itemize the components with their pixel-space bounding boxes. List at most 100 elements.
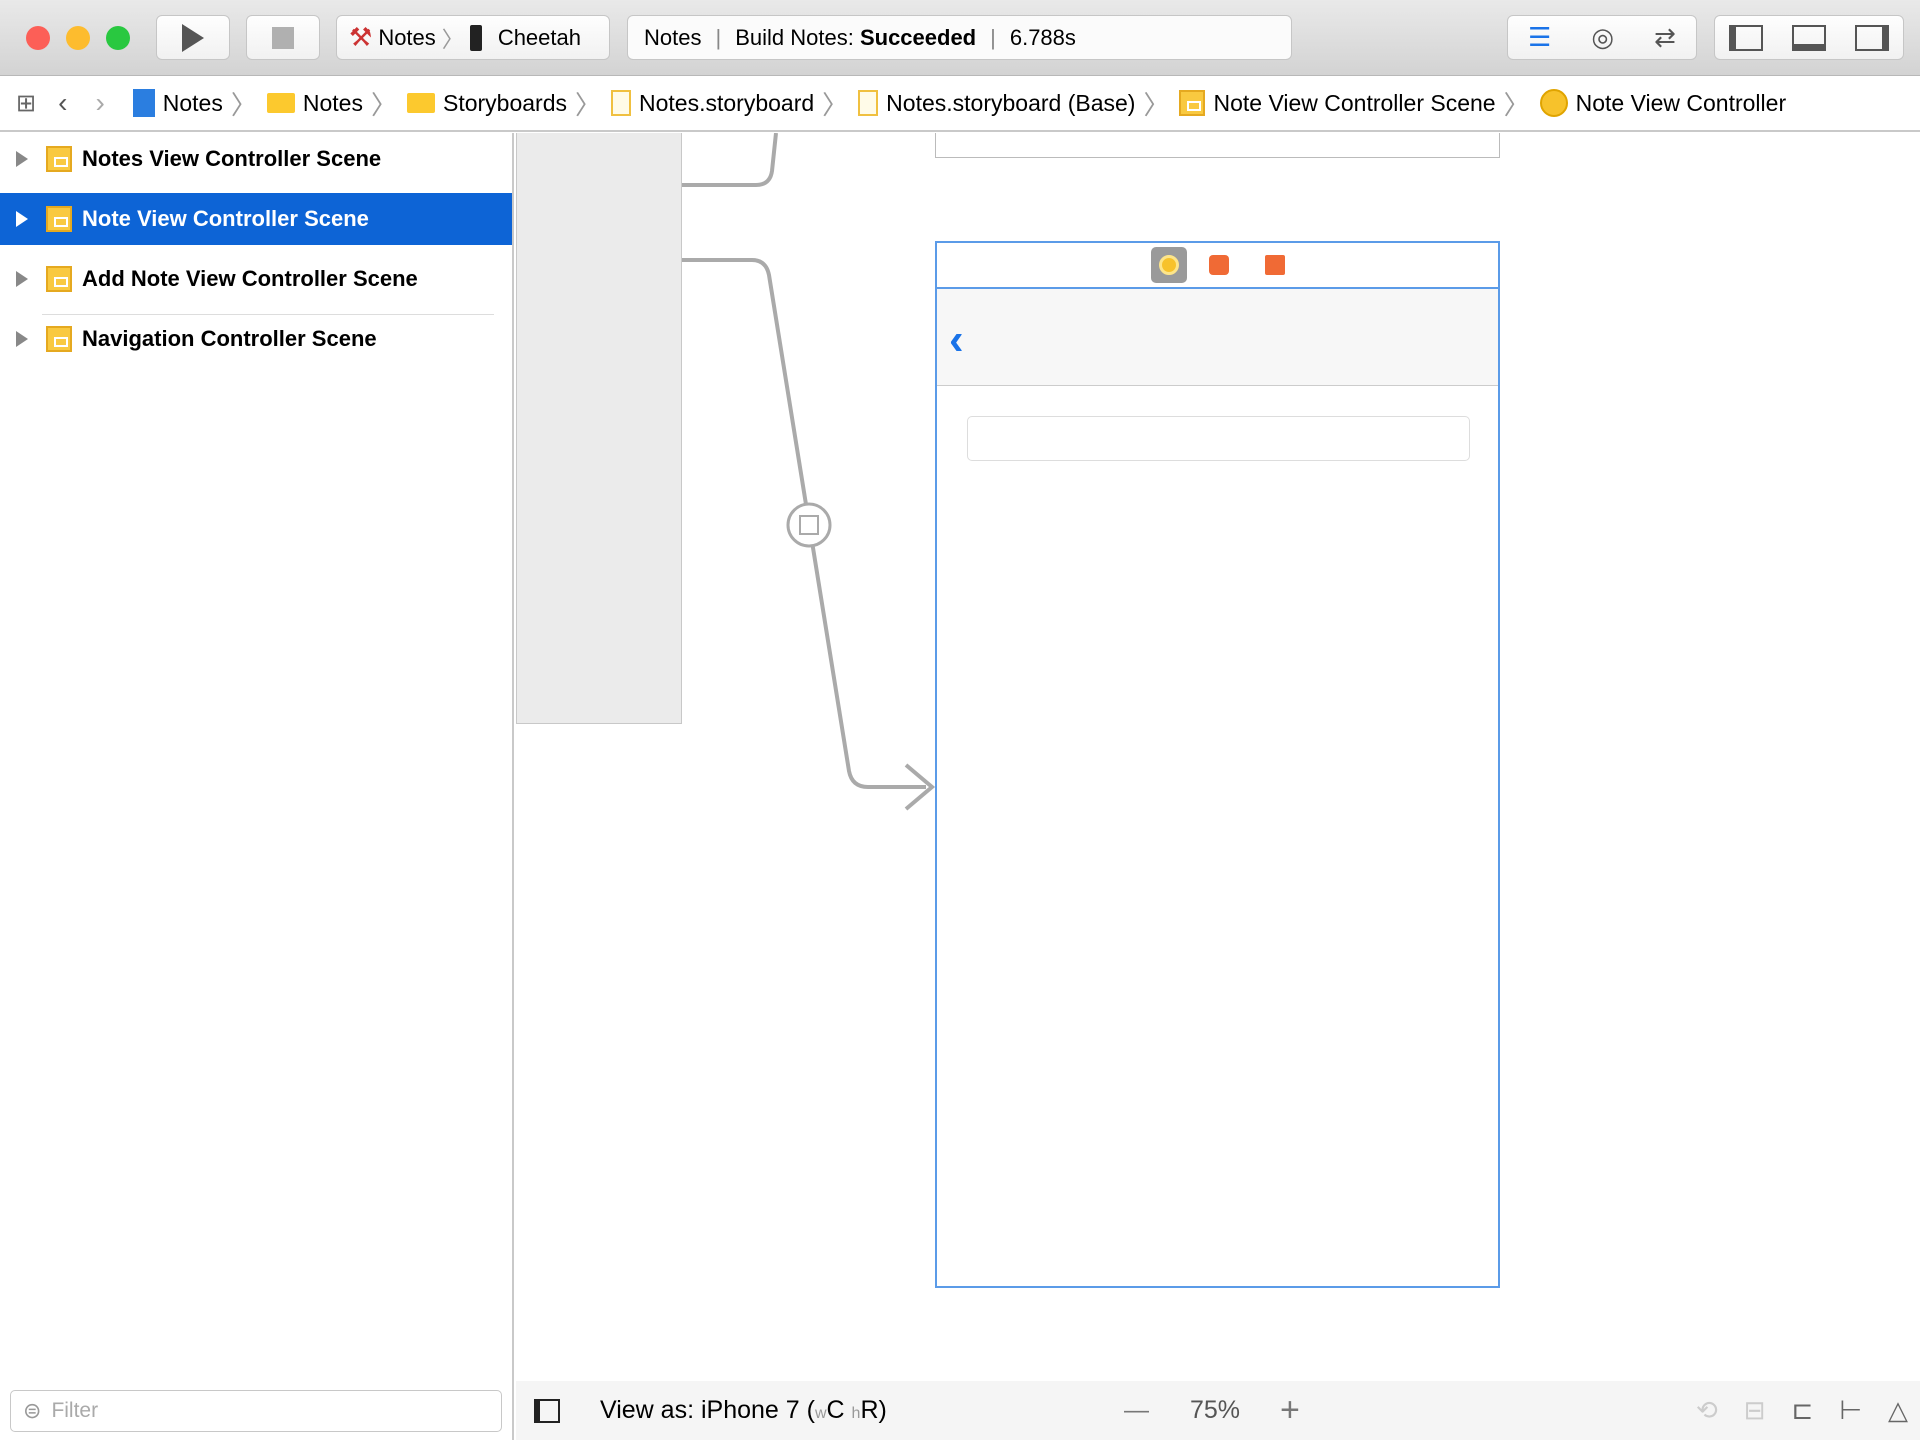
outline-item-selected[interactable]: Note View Controller Scene <box>0 193 512 245</box>
activity-project: Notes <box>644 24 702 50</box>
breadcrumb-view-controller[interactable]: Note View Controller <box>1539 89 1787 117</box>
zoom-level: 75% <box>1190 1396 1241 1424</box>
breadcrumb-label: Notes.storyboard <box>639 89 815 116</box>
build-label: Build Notes: <box>735 24 854 50</box>
utilities-toggle-icon[interactable] <box>1854 24 1889 51</box>
breadcrumb-storyboards[interactable]: Storyboards <box>406 90 567 117</box>
breadcrumb-storyboard-base[interactable]: Notes.storyboard (Base) <box>858 90 1135 117</box>
standard-editor-icon[interactable]: ☰ <box>1528 22 1552 52</box>
disclosure-triangle-icon[interactable] <box>16 151 28 167</box>
editor-mode-group: ☰ ◎ ⇄ <box>1507 15 1697 60</box>
breadcrumb-label: Note View Controller <box>1575 89 1787 116</box>
outline-item[interactable]: Navigation Controller Scene <box>0 313 512 365</box>
folder-icon <box>266 93 295 113</box>
align-icon[interactable]: ⊏ <box>1791 1395 1814 1425</box>
navigation-scene-icon <box>46 326 72 352</box>
breadcrumb-label: Note View Controller Scene <box>1213 89 1496 116</box>
debug-area-toggle-icon[interactable] <box>1791 24 1826 51</box>
segue-lines <box>682 133 936 811</box>
notes-scene-view[interactable] <box>516 133 682 724</box>
play-icon <box>182 23 204 52</box>
breadcrumb-group[interactable]: Notes <box>266 90 363 117</box>
document-outline: Notes View Controller Scene Note View Co… <box>0 133 514 1440</box>
disclosure-triangle-icon[interactable] <box>16 271 28 287</box>
toolbar: ⚒ Notes 〉 Cheetah Notes | Build Notes: S… <box>0 0 1920 76</box>
embed-in-stack-icon[interactable]: ⊟ <box>1743 1395 1766 1425</box>
activity-viewer: Notes | Build Notes: Succeeded | 6.788s <box>627 15 1292 60</box>
divider <box>42 314 494 315</box>
width-class: C <box>826 1396 845 1424</box>
scene-icon <box>1179 90 1206 116</box>
scene-icon <box>46 266 72 292</box>
breadcrumb-storyboard-file[interactable]: Notes.storyboard <box>611 90 814 117</box>
project-icon <box>132 89 155 117</box>
exit-icon[interactable] <box>1264 255 1285 275</box>
outline-item-label: Notes View Controller Scene <box>82 146 382 171</box>
storyboard-canvas[interactable]: ‹ <box>516 133 1920 1381</box>
jump-bar: ⊞ ‹ › Notes〉 Notes〉 Storyboards〉 Notes.s… <box>0 76 1920 132</box>
stop-icon <box>272 26 294 49</box>
segue-push-icon[interactable] <box>786 502 832 548</box>
first-responder-icon[interactable] <box>1208 255 1229 275</box>
run-button[interactable] <box>156 15 230 60</box>
stop-button[interactable] <box>246 15 320 60</box>
back-chevron-icon[interactable]: ‹ <box>949 315 964 364</box>
outline-item-label: Note View Controller Scene <box>82 206 369 231</box>
filter-icon: ⊜ <box>23 1398 42 1423</box>
breadcrumb-label: Notes.storyboard (Base) <box>886 89 1136 116</box>
width-class-prefix: w <box>814 1405 827 1422</box>
device-name: Cheetah <box>497 24 581 50</box>
storyboard-file-icon <box>858 90 879 116</box>
canvas-bottom-bar: View as: iPhone 7 (wC hR) — 75% + ⟲ ⊟ ⊏ … <box>516 1381 1920 1440</box>
filter-placeholder: Filter <box>51 1399 99 1422</box>
segue-line[interactable] <box>682 133 778 187</box>
height-class: R) <box>860 1396 887 1424</box>
zoom-out-button[interactable]: — <box>1124 1396 1149 1424</box>
outline-item-label: Navigation Controller Scene <box>82 326 377 351</box>
height-class-prefix: h <box>851 1405 861 1422</box>
scene-dock <box>937 243 1498 289</box>
zoom-window-button[interactable] <box>106 26 130 50</box>
note-view-controller-scene[interactable]: ‹ <box>935 241 1500 1288</box>
view-as-label: View as: iPhone 7 ( <box>600 1396 815 1424</box>
outline-item[interactable]: Notes View Controller Scene <box>0 133 512 185</box>
text-field[interactable] <box>967 416 1470 461</box>
disclosure-triangle-icon[interactable] <box>16 331 28 347</box>
breadcrumb-scene[interactable]: Note View Controller Scene <box>1179 89 1496 117</box>
above-scene-view[interactable] <box>935 133 1500 158</box>
view-controller-icon[interactable] <box>1150 247 1187 283</box>
segue-arrow-icon <box>904 763 936 811</box>
disclosure-triangle-icon[interactable] <box>16 211 28 227</box>
breadcrumb-label: Notes <box>162 89 223 116</box>
update-frames-icon[interactable]: ⟲ <box>1695 1395 1718 1425</box>
view-controller-icon <box>1539 89 1568 117</box>
close-window-button[interactable] <box>26 26 50 50</box>
outline-item-label: Add Note View Controller Scene <box>82 266 418 291</box>
resolve-issues-icon[interactable]: △ <box>1888 1395 1908 1425</box>
related-items-icon[interactable]: ⊞ <box>16 89 37 117</box>
build-status: Succeeded <box>859 24 977 50</box>
xcode-app-icon: ⚒ <box>349 22 373 52</box>
outline-toggle-icon[interactable] <box>534 1398 560 1423</box>
build-duration: 6.788s <box>1009 24 1076 50</box>
scene-icon <box>46 146 72 172</box>
assistant-editor-icon[interactable]: ◎ <box>1591 22 1615 52</box>
back-button[interactable]: ‹ <box>58 87 68 118</box>
navigator-toggle-icon[interactable] <box>1729 24 1764 51</box>
iphone-icon <box>469 24 482 51</box>
outline-item[interactable]: Add Note View Controller Scene <box>0 253 512 305</box>
panel-toggle-group <box>1714 15 1904 60</box>
forward-button[interactable]: › <box>95 87 105 118</box>
storyboard-file-icon <box>611 90 632 116</box>
version-editor-icon[interactable]: ⇄ <box>1654 22 1676 52</box>
view-as-device-button[interactable]: View as: iPhone 7 (wC hR) <box>600 1396 887 1425</box>
folder-icon <box>406 93 435 113</box>
scheme-name: Notes <box>378 24 436 50</box>
filter-field[interactable]: ⊜ Filter <box>10 1390 502 1432</box>
zoom-in-button[interactable]: + <box>1280 1391 1300 1429</box>
breadcrumb-project[interactable]: Notes <box>132 89 223 117</box>
scene-icon <box>46 206 72 232</box>
minimize-window-button[interactable] <box>66 26 90 50</box>
pin-icon[interactable]: ⊢ <box>1839 1395 1862 1425</box>
scheme-selector[interactable]: ⚒ Notes 〉 Cheetah <box>336 15 610 60</box>
